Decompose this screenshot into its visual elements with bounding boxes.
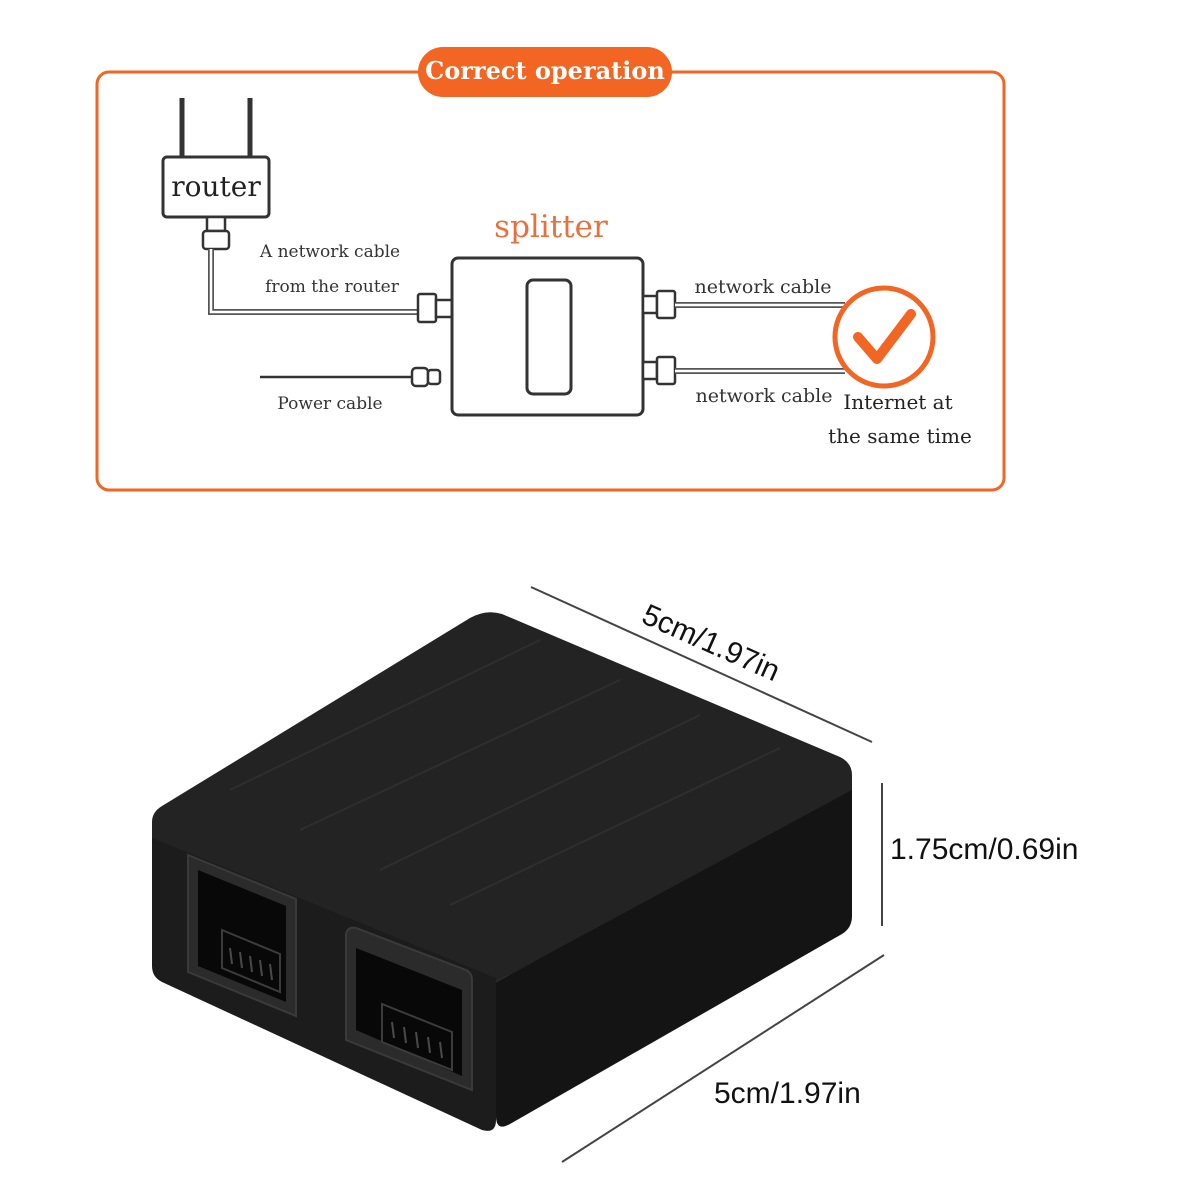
output-plug-top-icon <box>641 289 677 320</box>
ethernet-port-2-icon <box>345 926 473 1092</box>
dimension-depth: 5cm/1.97in <box>561 954 885 1163</box>
output-plug-bottom-icon <box>641 355 677 386</box>
power-cable-label: Power cable <box>277 394 382 414</box>
network-cable-bottom-label: network cable <box>696 385 833 407</box>
ethernet-port-1-icon <box>187 853 297 1018</box>
dimension-height: 1.75cm/0.69in <box>881 783 1078 926</box>
result-label-line2: the same time <box>828 424 972 448</box>
depth-dimension-label: 5cm/1.97in <box>714 1077 861 1110</box>
checkmark-icon <box>832 285 936 389</box>
product-render <box>152 612 852 1131</box>
router-label: router <box>171 170 261 203</box>
router-cable-label-line2: from the router <box>265 277 400 297</box>
badge-text: Correct operation <box>425 56 665 85</box>
result-label-line1: Internet at <box>843 390 952 414</box>
network-cable-top-label: network cable <box>695 276 832 298</box>
splitter-label: splitter <box>494 209 608 245</box>
operation-diagram: Correct operation router A network cable… <box>95 47 1006 492</box>
width-dimension-label: 5cm/1.97in <box>637 598 784 688</box>
router-icon <box>161 98 271 251</box>
power-plug-icon <box>410 366 442 388</box>
device-right-face <box>496 790 852 1127</box>
device-top-face <box>152 612 852 982</box>
router-cable-label-line1: A network cable <box>259 242 400 262</box>
title-badge <box>418 47 672 97</box>
height-dimension-label: 1.75cm/0.69in <box>890 833 1078 866</box>
splitter-indicator <box>525 278 573 396</box>
